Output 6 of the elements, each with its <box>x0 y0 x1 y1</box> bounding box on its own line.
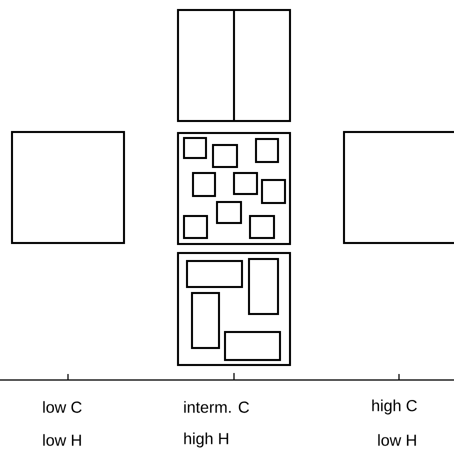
axis-label: high C <box>372 400 417 414</box>
axis-label: low C <box>43 401 82 413</box>
axis-label: interm. C <box>184 401 249 413</box>
axis-label: low H <box>43 434 81 446</box>
axis-label: high H <box>184 432 228 448</box>
axis-label: low H <box>378 434 416 446</box>
